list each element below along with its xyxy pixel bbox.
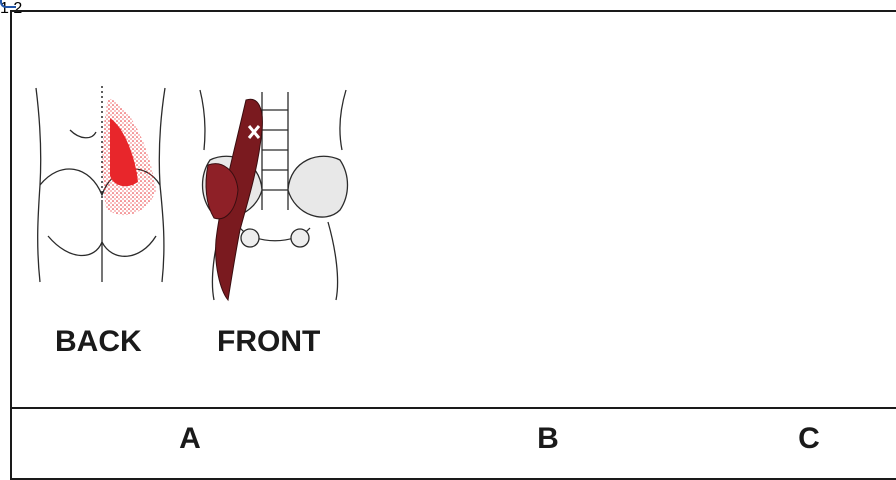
back-label: BACK <box>55 325 142 359</box>
section-label-c: C <box>798 422 820 456</box>
section-label-a: A <box>179 422 201 456</box>
anatomy-illustration <box>0 0 896 463</box>
section-label-b: B <box>537 422 559 456</box>
front-label: FRONT <box>217 325 320 359</box>
